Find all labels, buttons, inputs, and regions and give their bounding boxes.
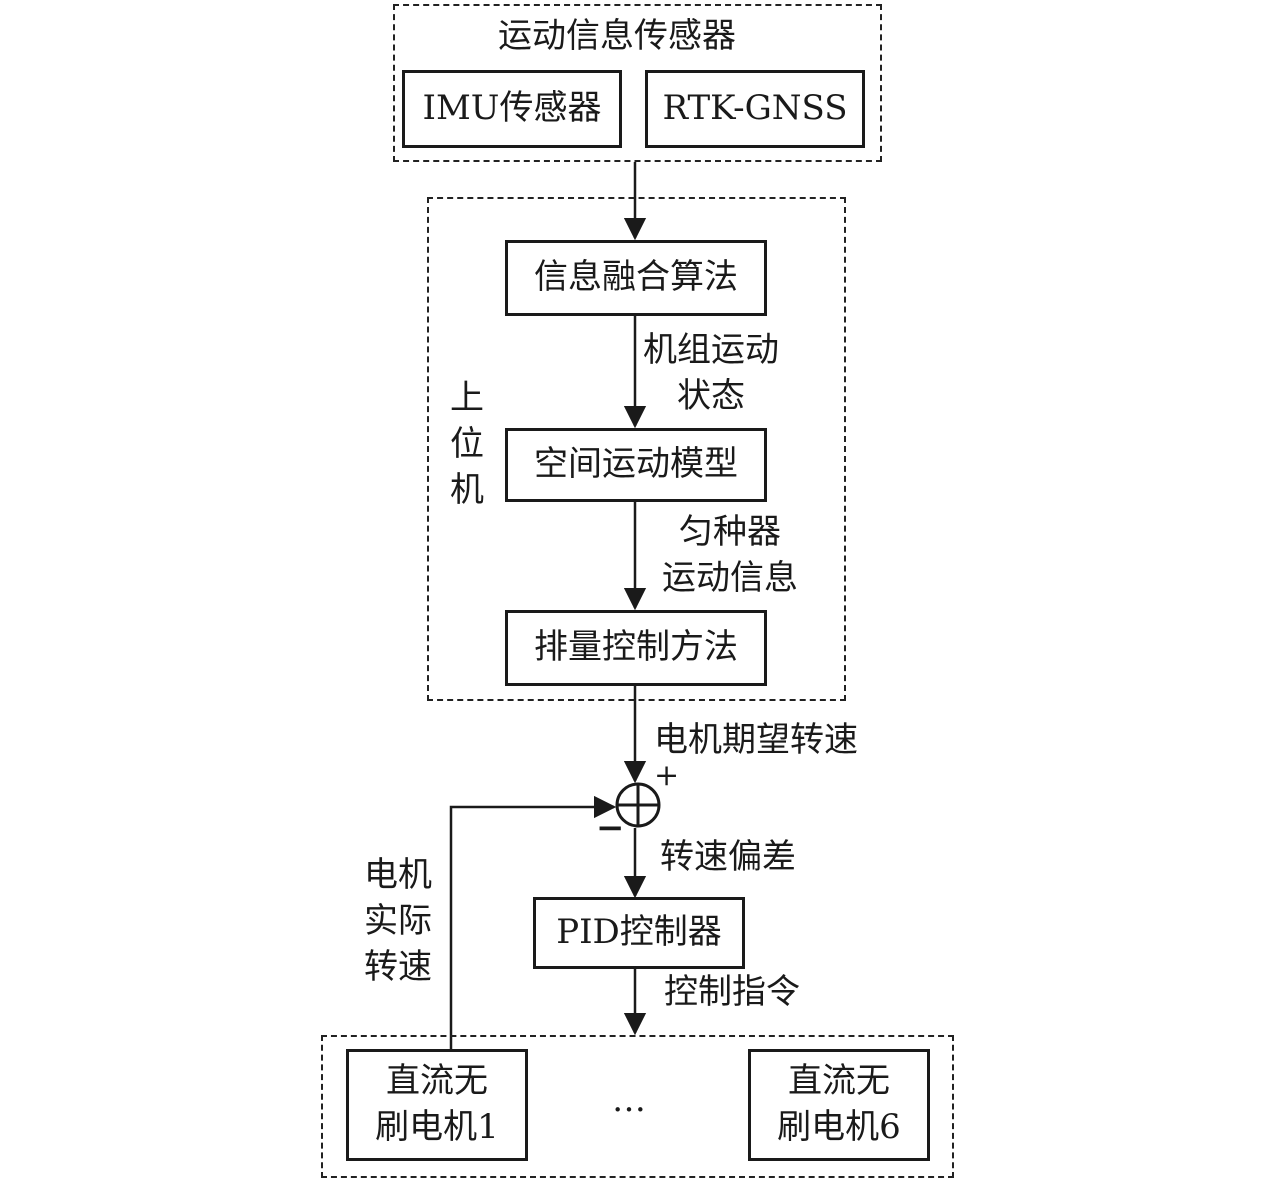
space-motion-model-box: 空间运动模型 (505, 428, 767, 502)
imu-sensor-label: IMU传感器 (422, 88, 602, 129)
motors-ellipsis: … (612, 1080, 646, 1120)
motors-group (321, 1035, 954, 1178)
motor-6-label: 直流无 刷电机6 (777, 1061, 901, 1147)
feedback-line (449, 795, 617, 1050)
control-command-label: 控制指令 (664, 972, 800, 1012)
displacement-control-label: 排量控制方法 (534, 627, 738, 668)
unit-motion-state-label: 机组运动 状态 (643, 330, 779, 416)
pid-controller-label: PID控制器 (556, 912, 722, 953)
expected-speed-label: 电机期望转速 (654, 720, 858, 760)
minus-sign: − (596, 808, 625, 848)
imu-sensor-box: IMU传感器 (402, 70, 622, 148)
speed-error-label: 转速偏差 (660, 837, 796, 877)
actual-speed-label: 电机 实际 转速 (364, 855, 432, 987)
host-computer-group (427, 197, 846, 701)
host-computer-label: 上 位 机 (450, 378, 484, 510)
plus-sign: + (654, 758, 680, 793)
seeder-motion-info-label: 匀种器 运动信息 (662, 512, 798, 598)
space-motion-model-label: 空间运动模型 (534, 444, 738, 485)
motor-1-box: 直流无 刷电机1 (346, 1049, 528, 1161)
rtk-gnss-box: RTK-GNSS (645, 70, 865, 148)
displacement-control-box: 排量控制方法 (505, 610, 767, 686)
sensors-group (393, 4, 882, 162)
motor-6-box: 直流无 刷电机6 (748, 1049, 930, 1161)
pid-controller-box: PID控制器 (533, 897, 745, 969)
fusion-algorithm-label: 信息融合算法 (534, 257, 738, 298)
rtk-gnss-label: RTK-GNSS (662, 88, 848, 129)
motor-1-label: 直流无 刷电机1 (375, 1061, 499, 1147)
sensors-group-title: 运动信息传感器 (498, 16, 736, 56)
fusion-algorithm-box: 信息融合算法 (505, 240, 767, 316)
